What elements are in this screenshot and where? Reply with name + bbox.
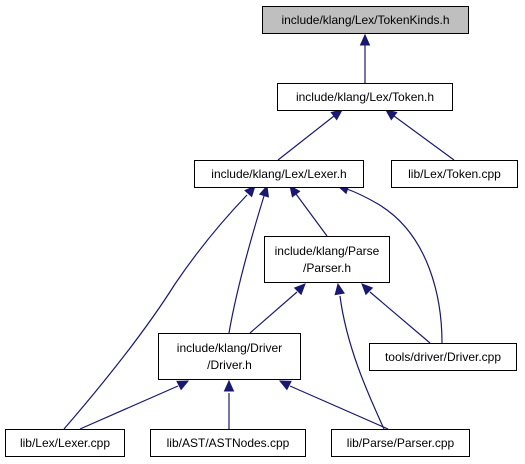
- node-tokenkinds[interactable]: include/klang/Lex/TokenKinds.h: [262, 6, 469, 34]
- node-box: [277, 83, 453, 111]
- node-box: [262, 6, 469, 34]
- node-token_cpp[interactable]: lib/Lex/Token.cpp: [391, 160, 518, 188]
- edge-astnodes_cpp-to-driver_h: [223, 379, 235, 429]
- edge-arrowhead: [330, 109, 343, 121]
- edge-lexer_cpp-to-driver_h: [79, 380, 190, 430]
- node-lexer_h[interactable]: include/klang/Lex/Lexer.h: [194, 160, 364, 188]
- node-parser_h[interactable]: include/klang/Parse/Parser.h: [264, 236, 390, 283]
- node-label: lib/AST/ASTNodes.cpp: [167, 436, 290, 450]
- edge-arrowhead: [359, 33, 371, 46]
- edge-arrowhead: [278, 380, 292, 391]
- edge-arrowhead: [176, 380, 190, 391]
- edge-line: [393, 115, 455, 161]
- node-label: lib/Parse/Parser.cpp: [347, 436, 455, 450]
- edge-arrowhead: [385, 109, 398, 121]
- edge-lexer_h-to-token_h: [277, 109, 343, 161]
- node-label: include/klang/Lex/TokenKinds.h: [281, 13, 449, 27]
- node-box: [369, 343, 517, 371]
- edge-lexer_cpp-to-lexer_h: [63, 185, 256, 430]
- node-box: [158, 333, 301, 380]
- node-label: include/klang/Lex/Token.h: [296, 90, 434, 104]
- node-box: [194, 160, 364, 188]
- edge-driver_h-to-lexer_h: [228, 184, 269, 334]
- edge-parser_h-to-lexer_h: [289, 185, 328, 237]
- node-driver_h[interactable]: include/klang/Driver/Driver.h: [158, 333, 301, 380]
- edge-line: [277, 115, 335, 161]
- node-label: lib/Lex/Token.cpp: [408, 167, 501, 181]
- node-label: /Driver.h: [207, 358, 252, 372]
- edge-token_cpp-to-token_h: [385, 109, 455, 161]
- edges-layer: [63, 33, 455, 430]
- edge-line: [369, 291, 431, 344]
- edge-arrowhead: [334, 282, 345, 296]
- node-lexer_cpp[interactable]: lib/Lex/Lexer.cpp: [5, 429, 125, 457]
- node-label: lib/Lex/Lexer.cpp: [20, 436, 110, 450]
- edge-line: [339, 295, 385, 430]
- edge-line: [346, 188, 443, 344]
- edge-arrowhead: [289, 185, 301, 198]
- edge-line: [295, 193, 328, 237]
- node-label: include/klang/Lex/Lexer.h: [211, 167, 346, 181]
- node-label: /Parser.h: [303, 261, 351, 275]
- edge-arrowhead: [258, 184, 269, 198]
- node-astnodes_cpp[interactable]: lib/AST/ASTNodes.cpp: [150, 429, 306, 457]
- node-label: include/klang/Driver: [177, 341, 282, 355]
- edge-arrowhead: [223, 379, 235, 392]
- node-label: include/klang/Parse: [275, 244, 380, 258]
- edge-line: [228, 195, 265, 334]
- node-driver_cpp[interactable]: tools/driver/Driver.cpp: [369, 343, 517, 371]
- edge-arrowhead: [293, 283, 306, 296]
- edge-line: [249, 291, 298, 334]
- edge-token_h-to-tokenkinds: [359, 33, 371, 83]
- edge-arrowhead: [361, 283, 374, 296]
- edge-arrowhead: [244, 185, 256, 198]
- edge-driver_cpp-to-parser_h: [361, 283, 431, 344]
- edge-parser_cpp-to-driver_h: [278, 380, 389, 430]
- edge-parser_cpp-to-parser_h: [334, 282, 385, 430]
- edge-driver_h-to-parser_h: [249, 283, 306, 334]
- edge-line: [79, 385, 179, 430]
- edge-line: [289, 385, 389, 430]
- node-token_h[interactable]: include/klang/Lex/Token.h: [277, 83, 453, 111]
- node-box: [150, 429, 306, 457]
- edge-line: [63, 194, 248, 430]
- node-box: [5, 429, 125, 457]
- node-box: [391, 160, 518, 188]
- nodes-layer: include/klang/Lex/TokenKinds.h include/kl…: [5, 6, 518, 457]
- node-parser_cpp[interactable]: lib/Parse/Parser.cpp: [331, 429, 470, 457]
- node-label: tools/driver/Driver.cpp: [385, 350, 501, 364]
- node-box: [331, 429, 470, 457]
- node-box: [264, 236, 390, 283]
